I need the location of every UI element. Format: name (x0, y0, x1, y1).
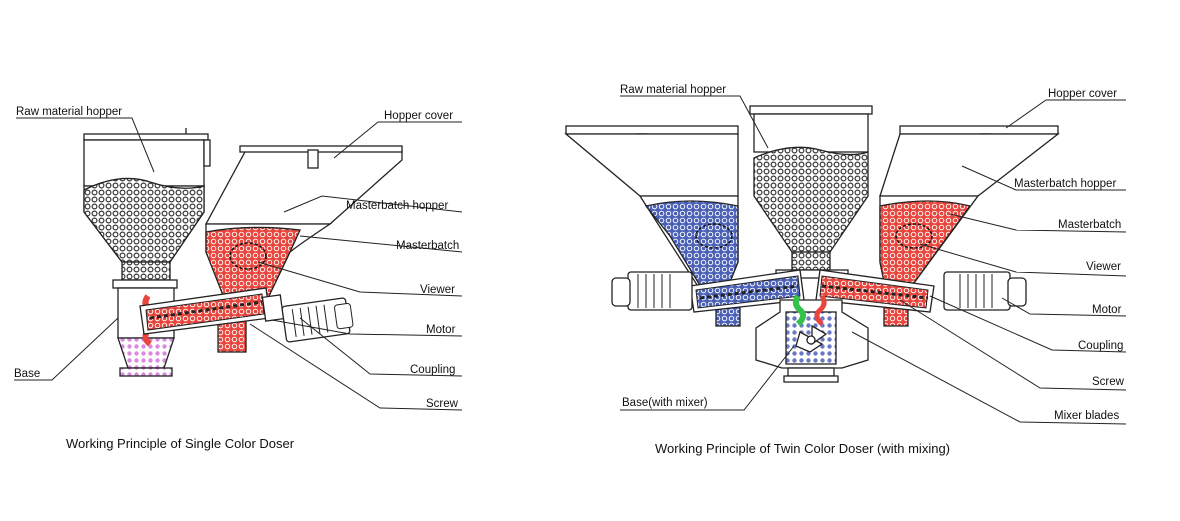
single-screw-tube (139, 287, 285, 335)
twin-label-base-mixer: Base(with mixer) (622, 397, 708, 409)
twin-caption: Working Principle of Twin Color Doser (w… (655, 441, 950, 456)
twin-label-screw: Screw (1092, 376, 1125, 388)
twin-mixer-blades (795, 324, 828, 353)
single-caption: Working Principle of Single Color Doser (66, 436, 295, 451)
single-label-masterbatch-hopper: Masterbatch hopper (346, 200, 448, 212)
twin-right-motor (943, 271, 1027, 311)
single-label-hopper-cover: Hopper cover (384, 110, 453, 122)
twin-label-viewer: Viewer (1086, 261, 1121, 273)
single-label-base: Base (14, 368, 40, 380)
twin-left-motor (611, 271, 693, 311)
twin-center-hopper (749, 105, 873, 279)
twin-label-masterbatch: Masterbatch (1058, 219, 1121, 231)
twin-label-raw-hopper: Raw material hopper (620, 84, 726, 96)
single-label-coupling: Coupling (410, 364, 455, 376)
single-label-viewer: Viewer (420, 284, 455, 296)
twin-right-hopper (879, 125, 1060, 327)
twin-label-hopper-cover: Hopper cover (1048, 88, 1117, 100)
single-label-motor: Motor (426, 324, 456, 336)
single-label-masterbatch: Masterbatch (396, 240, 459, 252)
single-label-screw: Screw (426, 398, 459, 410)
twin-base-mixer (755, 294, 869, 383)
single-label-raw-hopper: Raw material hopper (16, 106, 122, 118)
twin-label-motor: Motor (1092, 304, 1122, 316)
twin-label-masterbatch-hopper: Masterbatch hopper (1014, 178, 1116, 190)
twin-leaders (620, 95, 1127, 425)
single-color-doser (14, 117, 463, 411)
single-leaders (14, 117, 463, 411)
twin-color-doser (564, 95, 1127, 425)
twin-left-hopper (564, 125, 741, 327)
twin-label-mixer-blades: Mixer blades (1054, 410, 1119, 422)
twin-label-coupling: Coupling (1078, 340, 1123, 352)
single-motor (281, 297, 354, 343)
single-raw-hopper (83, 128, 211, 281)
twin-screw-tubes (689, 269, 935, 313)
